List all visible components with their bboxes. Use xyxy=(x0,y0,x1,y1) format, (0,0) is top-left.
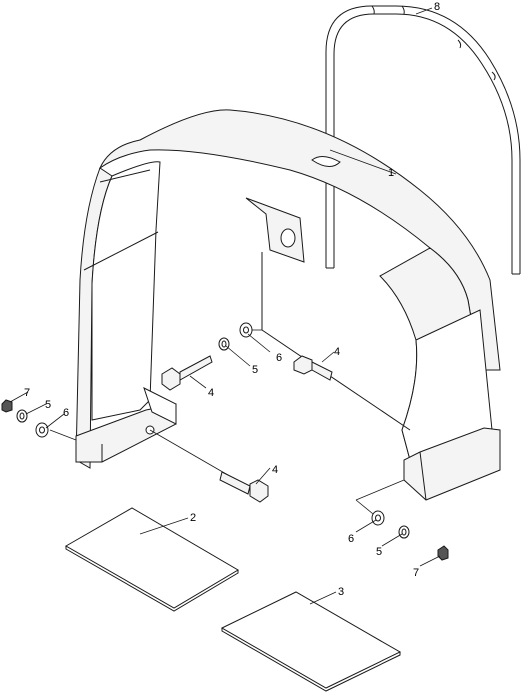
callout-5c: 5 xyxy=(376,546,382,558)
callout-6b: 6 xyxy=(63,407,69,419)
guard-frame-part-1 xyxy=(75,109,501,501)
washer-part-6c xyxy=(371,510,385,526)
callout-7a: 7 xyxy=(24,387,30,399)
callout-7b: 7 xyxy=(413,567,419,579)
washer-part-6a xyxy=(239,322,253,338)
callout-6a: 6 xyxy=(276,352,282,364)
washer-part-5b xyxy=(16,409,28,423)
callout-1: 1 xyxy=(388,167,394,179)
callout-labels: 1 2 3 4 4 4 5 5 5 6 6 6 7 7 8 xyxy=(24,1,440,598)
callout-2: 2 xyxy=(190,512,196,524)
bolt-part-4c xyxy=(219,471,269,503)
callout-4b: 4 xyxy=(334,346,340,358)
washer-part-5c xyxy=(398,525,410,539)
roll-bar-part-8 xyxy=(325,5,521,275)
washer-part-5a xyxy=(218,337,230,351)
nut-part-7a xyxy=(1,399,13,413)
bolt-part-4b xyxy=(293,355,333,381)
callout-3: 3 xyxy=(338,586,344,598)
nut-part-7b xyxy=(437,545,449,561)
callout-4c: 4 xyxy=(272,464,278,476)
callout-8: 8 xyxy=(434,1,440,13)
washer-part-6b xyxy=(35,422,49,438)
callout-5a: 5 xyxy=(252,364,258,376)
callout-5b: 5 xyxy=(45,399,51,411)
callout-leaders xyxy=(9,7,441,605)
decal-part-3 xyxy=(220,591,402,692)
decal-part-2 xyxy=(64,507,239,612)
bolt-part-4a xyxy=(161,355,213,391)
callout-6c: 6 xyxy=(348,533,354,545)
callout-4a: 4 xyxy=(208,387,214,399)
